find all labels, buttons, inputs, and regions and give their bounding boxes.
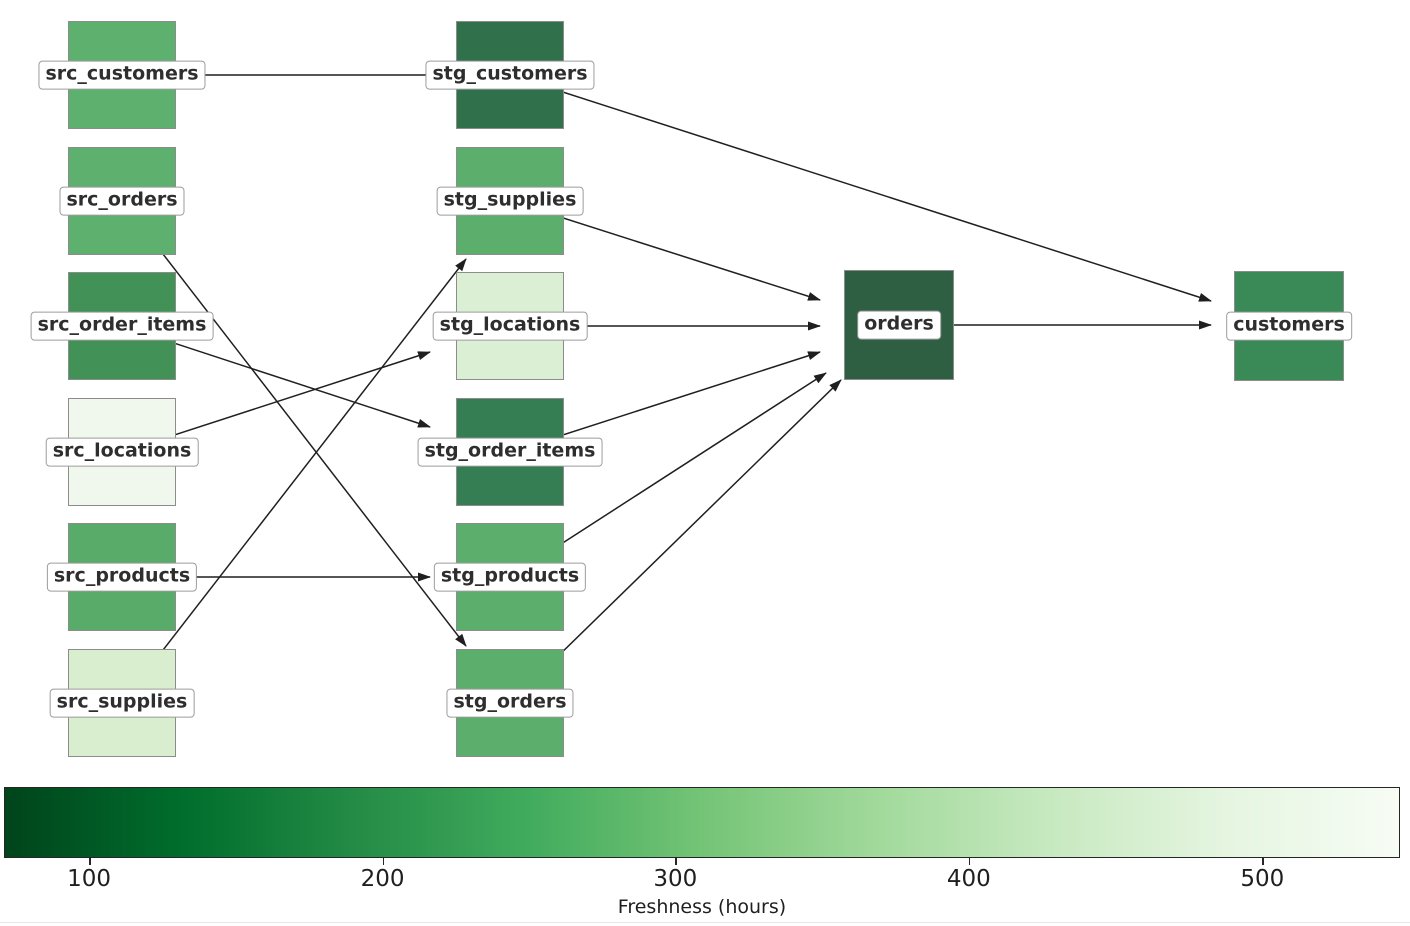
node-label-src_locations: src_locations	[45, 437, 199, 467]
colorbar-axis-label: Freshness (hours)	[617, 896, 787, 918]
node-label-stg_locations: stg_locations	[432, 311, 588, 341]
colorbar-tickmark-100	[89, 858, 91, 865]
node-label-src_orders: src_orders	[59, 186, 185, 216]
node-label-src_order_items: src_order_items	[30, 311, 214, 341]
colorbar-ticklabel-200: 200	[360, 866, 405, 892]
freshness-colorbar	[4, 787, 1400, 858]
node-label-stg_supplies: stg_supplies	[436, 186, 584, 216]
edge-layer	[121, 70, 1212, 704]
edge-src_supplies-to-stg_supplies	[121, 258, 467, 704]
colorbar-tickmark-400	[968, 858, 971, 865]
colorbar-tickmark-300	[675, 858, 677, 865]
colorbar-ticklabel-500: 500	[1240, 866, 1285, 892]
colorbar-tickmark-200	[382, 858, 385, 865]
figure-bottom-edge	[0, 922, 1410, 923]
node-label-stg_products: stg_products	[433, 562, 587, 592]
edge-src_orders-to-stg_orders	[121, 200, 467, 647]
node-label-stg_orders: stg_orders	[446, 688, 574, 718]
node-label-src_supplies: src_supplies	[49, 688, 195, 718]
colorbar-ticklabel-400: 400	[946, 866, 991, 892]
node-label-src_products: src_products	[46, 562, 198, 592]
colorbar-tickmark-500	[1262, 858, 1264, 865]
node-label-stg_order_items: stg_order_items	[417, 437, 603, 467]
colorbar-ticklabel-300: 300	[653, 866, 698, 892]
node-label-stg_customers: stg_customers	[425, 60, 595, 90]
node-label-orders: orders	[857, 310, 941, 340]
edge-stg_customers-to-customers	[509, 74, 1212, 302]
node-label-src_customers: src_customers	[38, 60, 206, 90]
edge-stg_orders-to-orders	[509, 379, 842, 704]
node-label-customers: customers	[1226, 311, 1352, 341]
colorbar-ticklabel-100: 100	[67, 866, 111, 892]
